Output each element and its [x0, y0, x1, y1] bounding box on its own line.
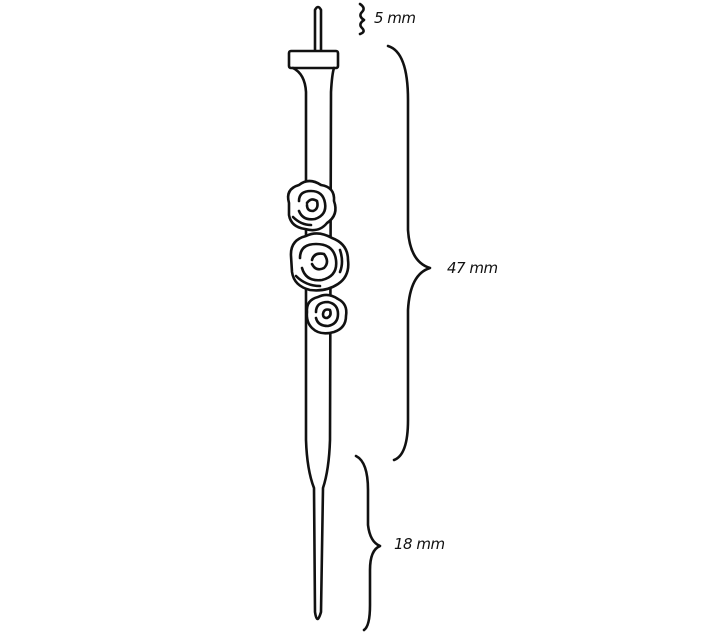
crossbar — [287, 49, 340, 70]
label-5mm: 5 mm — [374, 9, 416, 27]
brace-18mm — [354, 454, 382, 632]
label-18mm: 18 mm — [394, 535, 445, 553]
rose-bottom — [305, 293, 348, 335]
label-47mm: 47 mm — [447, 259, 498, 277]
shaft — [291, 66, 336, 621]
brace-5mm — [358, 2, 366, 36]
rose-top — [286, 179, 337, 232]
top-pin — [313, 5, 323, 52]
brace-47mm — [386, 44, 432, 462]
rose-middle — [289, 232, 350, 292]
